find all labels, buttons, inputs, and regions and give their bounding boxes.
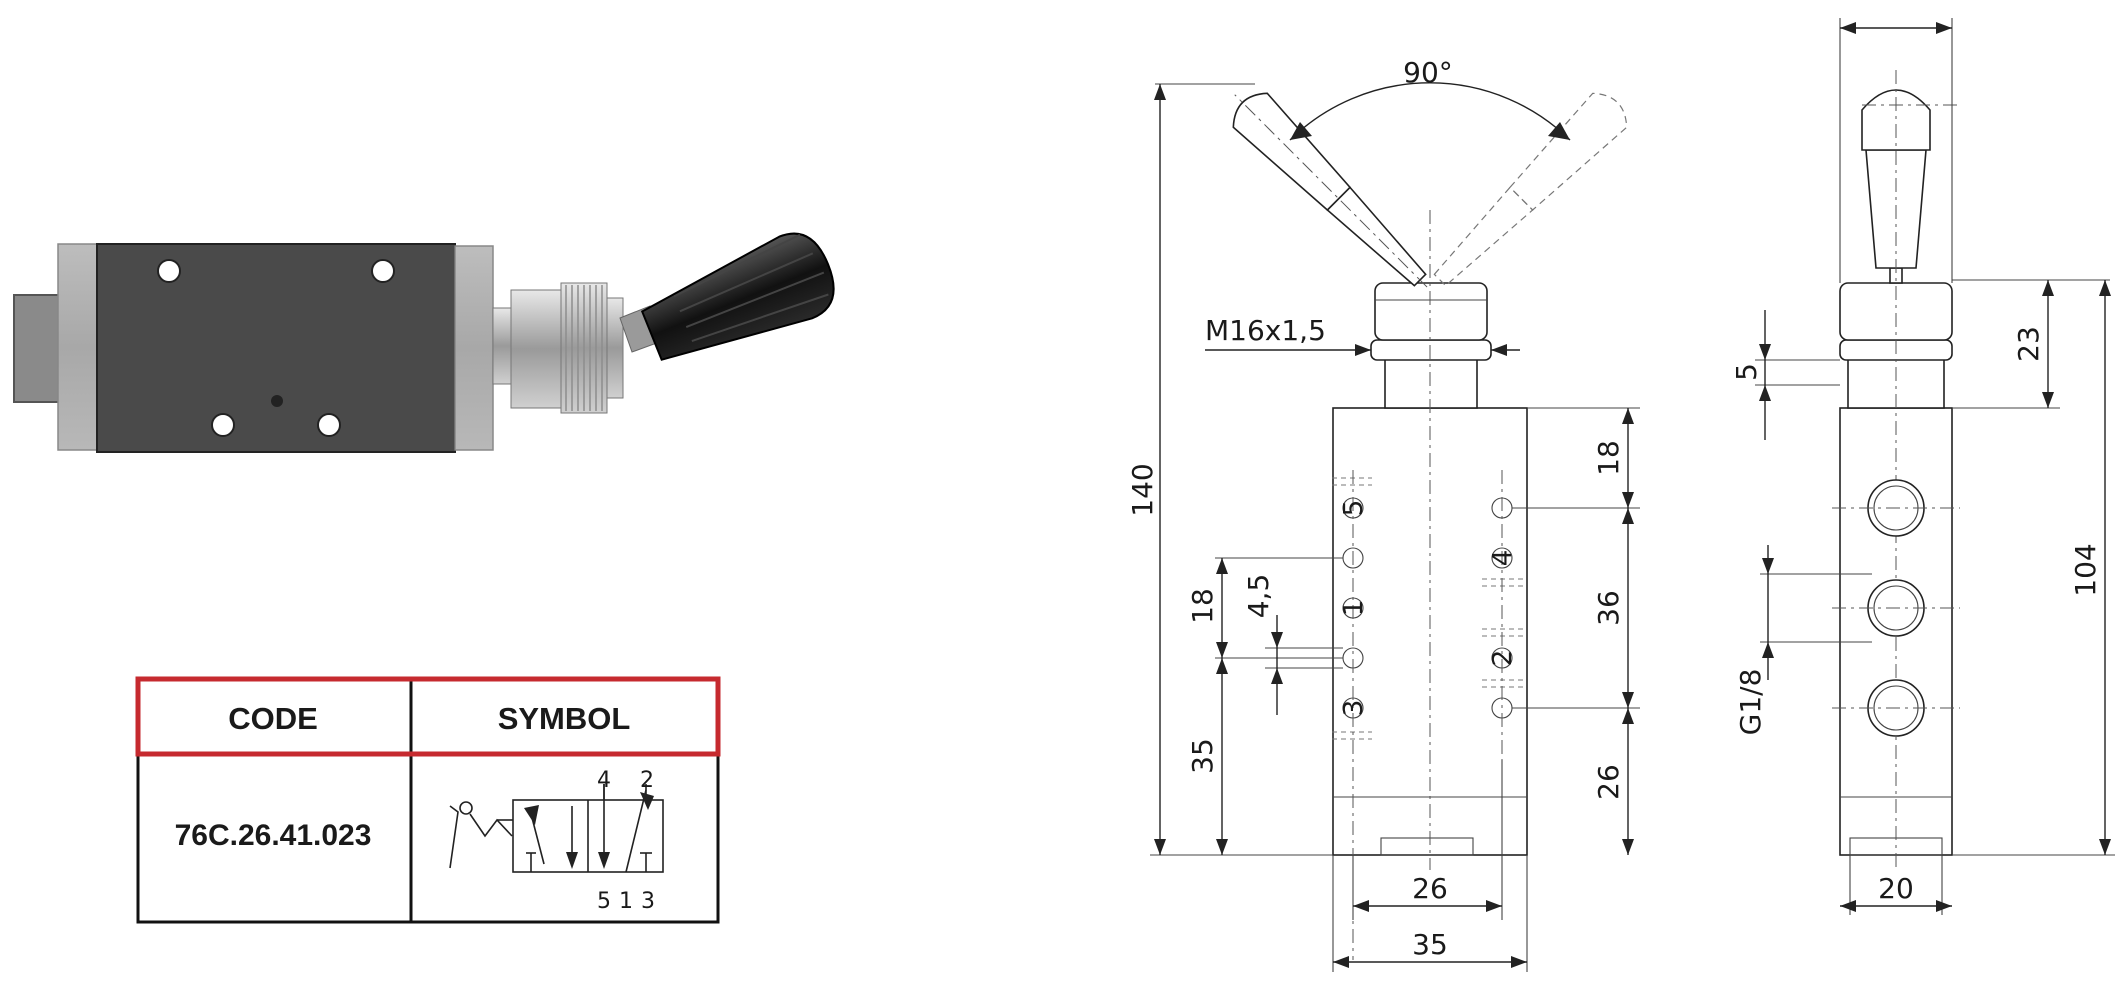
angle-label: 90°: [1403, 56, 1453, 89]
port-label-5: 5: [1339, 500, 1369, 517]
dim-18-right: 18: [1592, 440, 1625, 476]
dim-18-left: 18: [1186, 588, 1219, 624]
table-header-frame: [135, 676, 721, 757]
symbol-port-2: 2: [640, 768, 654, 793]
front-view-drawing: 90° M16x1,5 140: [1126, 56, 1640, 972]
dim-35-bottom: 35: [1412, 928, 1448, 961]
product-code: 76C.26.41.023: [175, 819, 372, 852]
dim-35-left: 35: [1186, 738, 1219, 774]
valve-symbol-icon: [449, 784, 664, 873]
symbol-port-1: 1: [619, 889, 633, 914]
side-view-drawing: 23 104 5 G1/8 20: [1730, 18, 2115, 915]
symbol-port-3: 3: [641, 889, 655, 914]
symbol-port-4: 4: [597, 768, 611, 793]
thread-port-label: G1/8: [1734, 669, 1767, 736]
dim-20: 20: [1878, 872, 1914, 905]
code-symbol-table: CODE SYMBOL 76C.26.41.023 4 2 5 1 3: [135, 676, 721, 924]
port-label-3: 3: [1339, 700, 1369, 717]
dim-104: 104: [2069, 543, 2102, 596]
port-label-2: 2: [1488, 650, 1518, 667]
symbol-header: SYMBOL: [498, 701, 631, 736]
dim-26-right: 26: [1592, 764, 1625, 800]
dim-5: 5: [1730, 363, 1763, 381]
code-header: CODE: [228, 701, 318, 736]
height-140: 140: [1126, 463, 1159, 516]
dim-23: 23: [2012, 326, 2045, 362]
symbol-port-5: 5: [597, 889, 611, 914]
thread-label: M16x1,5: [1205, 314, 1326, 347]
port-label-1: 1: [1339, 600, 1369, 617]
valve-product-render: [13, 232, 835, 453]
dim-4-5: 4,5: [1242, 574, 1275, 619]
dim-26-bottom: 26: [1412, 872, 1448, 905]
port-label-4: 4: [1488, 550, 1518, 567]
dim-36: 36: [1592, 590, 1625, 626]
